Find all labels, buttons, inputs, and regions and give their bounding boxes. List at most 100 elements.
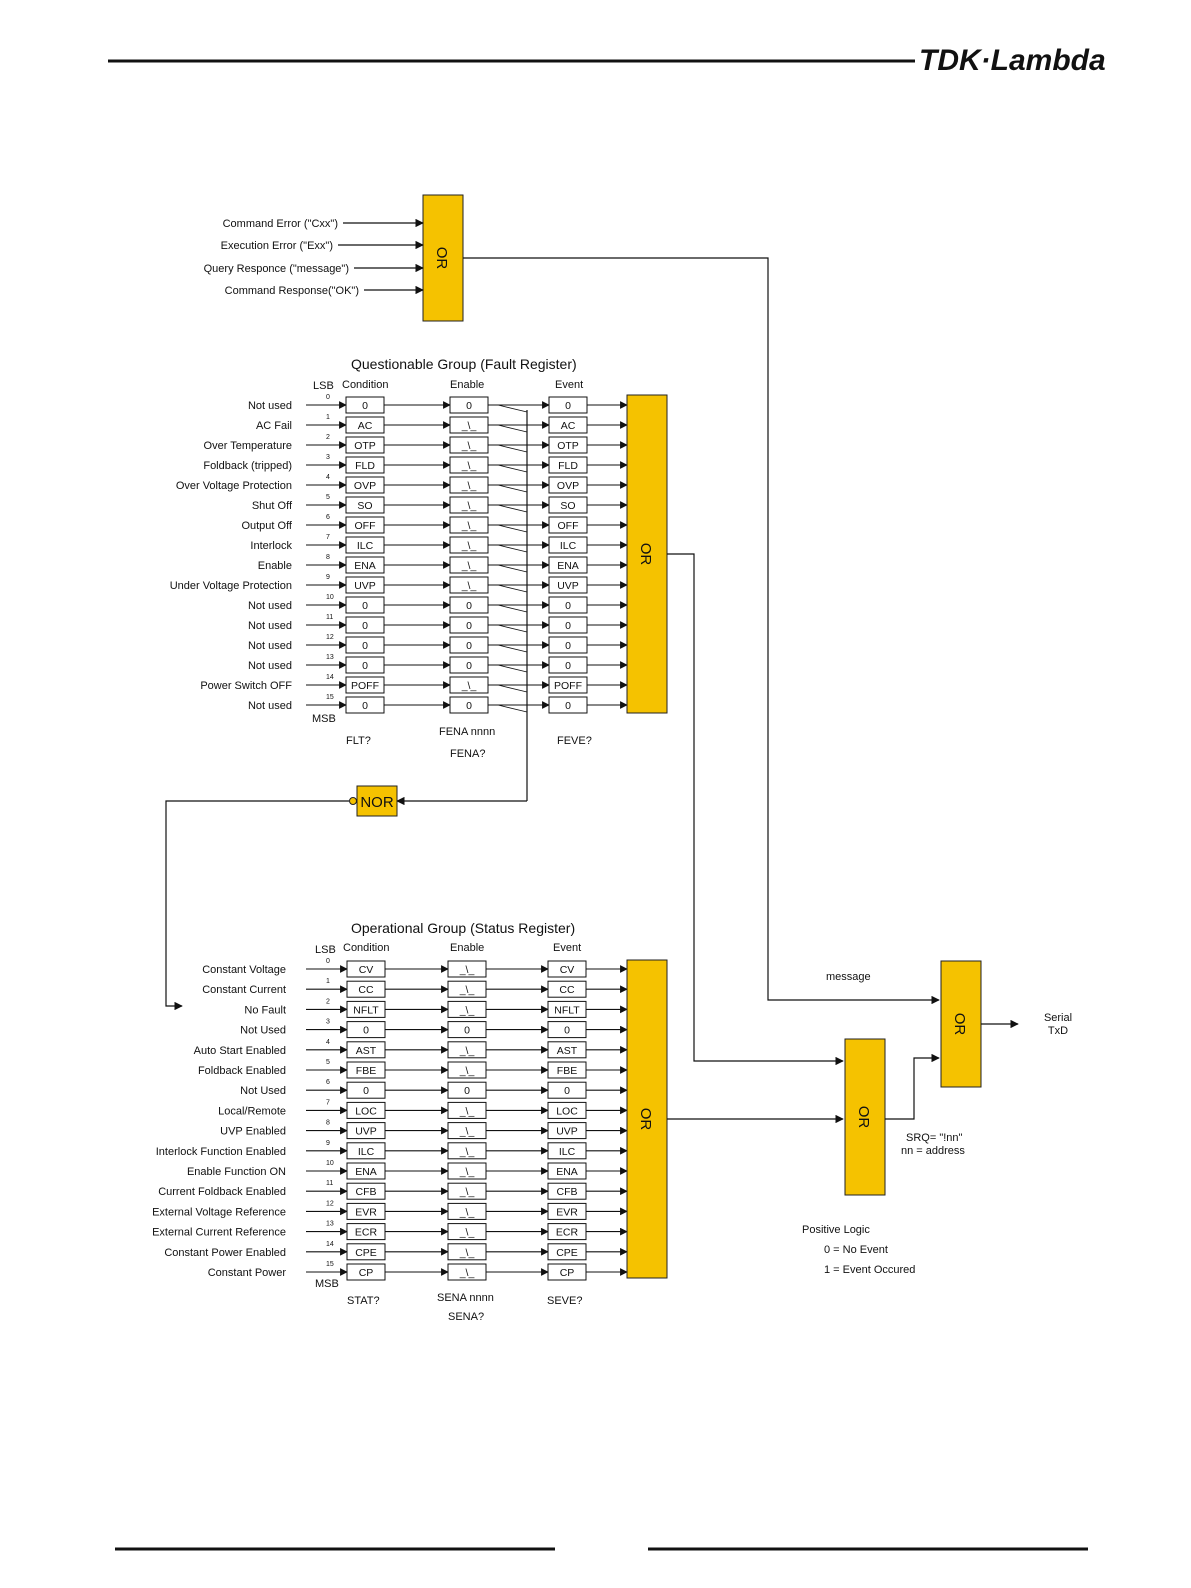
bit-name: AC Fail [256,420,292,432]
bit-number: 15 [326,694,334,701]
bit-name: Power Switch OFF [200,680,292,692]
bit-name: UVP Enabled [220,1126,286,1138]
srq-or-gate: OR [844,1038,886,1196]
condition-value: 0 [362,600,368,612]
nor-inversion-bubble [349,797,357,805]
bit-number: 0 [326,958,330,965]
bit-number: 11 [326,614,333,621]
event-value: OTP [557,440,579,452]
nor-tap [497,684,528,693]
condition-value: 0 [362,660,368,672]
nor-tap [497,704,528,713]
event-value: LOC [556,1105,578,1117]
enable-value: _\_ [461,500,477,512]
condition-value: UVP [355,1126,377,1138]
enable-value: _\_ [461,560,477,572]
condition-value: 0 [362,700,368,712]
bit-name: Interlock Function Enabled [156,1146,286,1158]
event-value: EVR [556,1206,578,1218]
fault-cmd-enable-query: FENA? [450,748,485,760]
nor-tap [497,624,528,633]
enable-value: _\_ [459,964,475,976]
message-or-gate: OR [422,194,464,322]
bit-name: Shut Off [252,500,293,512]
nor-tap [497,664,528,673]
condition-value: EVR [355,1206,377,1218]
bit-number: 2 [326,434,330,441]
enable-value: _\_ [459,984,475,996]
bit-name: Not Used [240,1025,286,1037]
event-value: 0 [565,600,571,612]
nor-tap [497,644,528,653]
nor-tap [497,504,528,513]
fault-col-condition: Condition [342,379,388,391]
event-value: UVP [556,1126,578,1138]
bit-number: 12 [326,1200,334,1207]
message-input-3: Command Response("OK") [225,285,359,297]
fault-col-event: Event [555,379,583,391]
nor-output-wire [165,800,349,1011]
bit-name: Constant Power Enabled [164,1247,286,1259]
nor-tap [497,484,528,493]
svg-text:OR: OR [637,543,654,566]
event-value: 0 [564,1085,570,1097]
message-input-2: Query Responce ("message") [204,263,349,275]
condition-value: ENA [354,560,376,572]
srq-note-2: nn = address [901,1145,965,1157]
enable-value: _\_ [461,580,477,592]
enable-value: 0 [466,660,472,672]
status-cmd-enable-set: SENA nnnn [437,1292,494,1304]
fault-or-gate: OR [626,394,668,714]
event-value: ILC [559,1146,576,1158]
bit-name: Not used [248,660,292,672]
status-msb: MSB [315,1278,339,1290]
bit-name: Not used [248,400,292,412]
nor-tap [497,544,528,553]
final-output-line2: TxD [1048,1025,1068,1037]
enable-value: _\_ [461,480,477,492]
status-lsb: LSB [315,944,336,956]
status-title: Operational Group (Status Register) [351,920,575,936]
bit-name: Under Voltage Protection [170,580,292,592]
condition-value: LOC [355,1105,377,1117]
bit-number: 1 [326,978,330,985]
fault-msb: MSB [312,713,336,725]
bit-number: 6 [326,514,330,521]
enable-value: 0 [466,600,472,612]
svg-text:NOR: NOR [360,794,394,811]
status-col-enable: Enable [450,942,484,954]
event-value: ENA [556,1166,578,1178]
final-output-line1: Serial [1044,1012,1072,1024]
svg-text:OR: OR [433,247,450,270]
bit-number: 4 [326,1039,330,1046]
bit-number: 9 [326,574,330,581]
bit-name: Current Foldback Enabled [158,1186,286,1198]
event-value: POFF [554,680,582,692]
bit-number: 7 [326,1099,330,1106]
final-or-gate: OR [940,960,982,1088]
condition-value: CFB [356,1186,377,1198]
event-value: 0 [565,700,571,712]
event-value: AC [561,420,576,432]
enable-value: _\_ [459,1267,475,1279]
event-value: 0 [564,1025,570,1037]
bit-number: 5 [326,1059,330,1066]
